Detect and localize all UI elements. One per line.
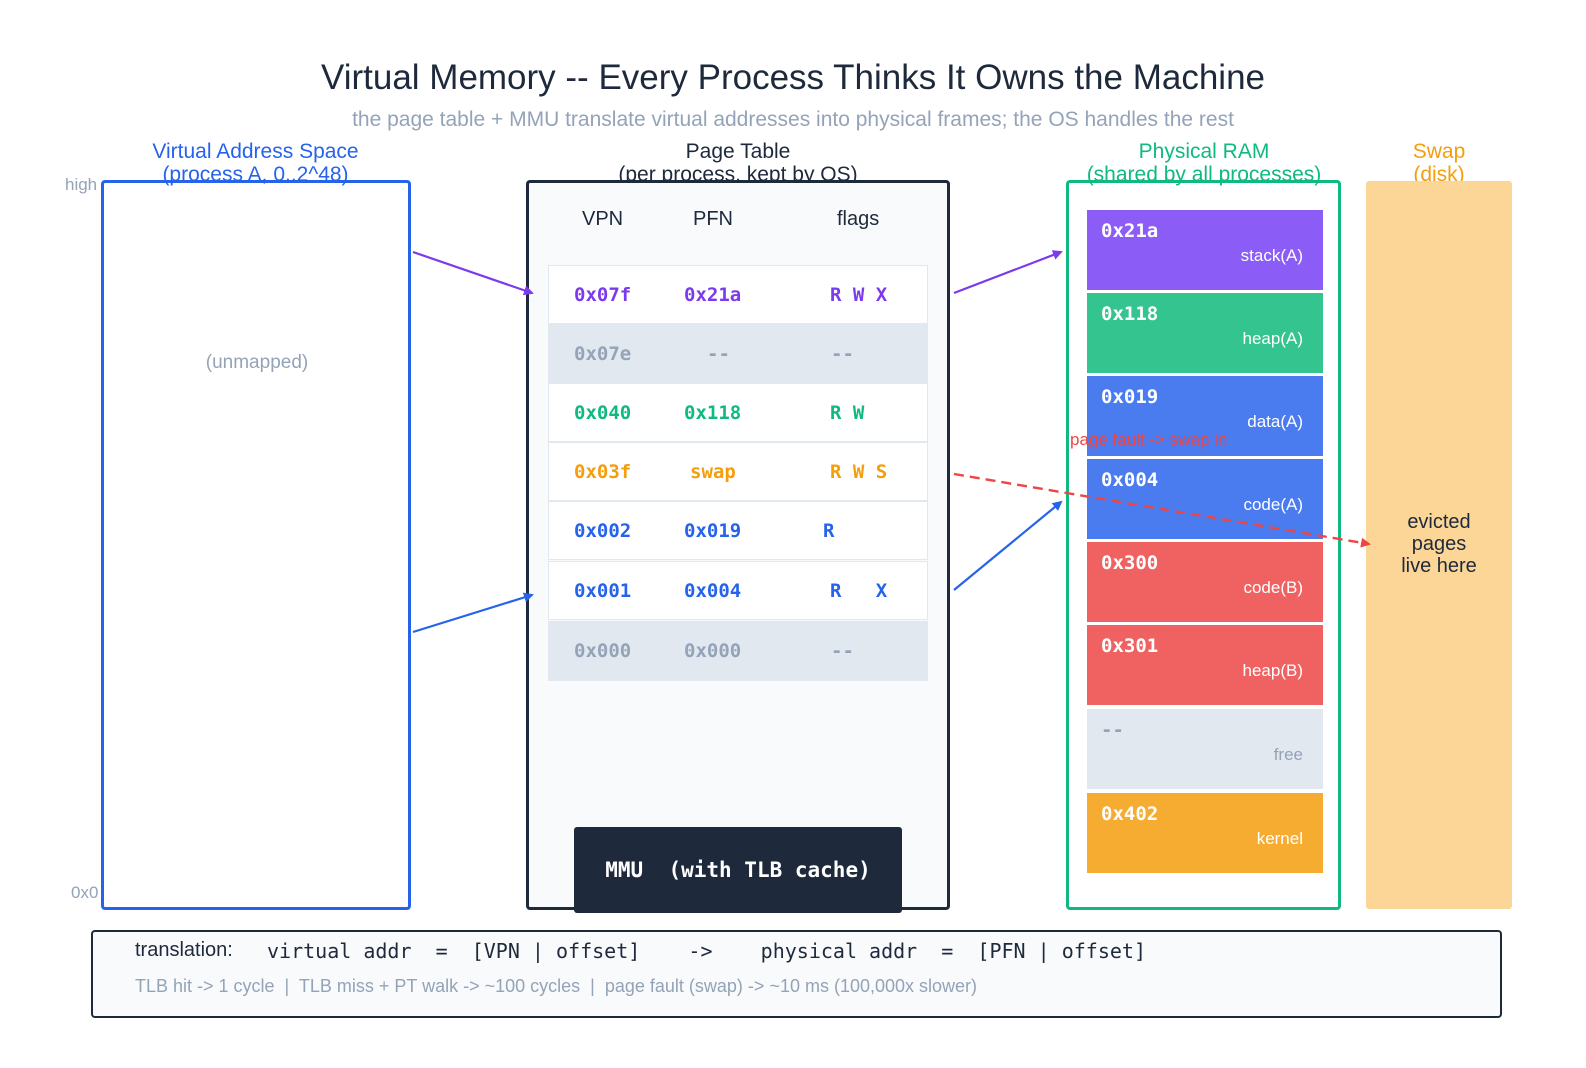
frame-address: 0x004 <box>1101 469 1159 491</box>
vseg-heap: heap -- grows up <box>185 463 329 484</box>
legend-formula: virtual addr = [VPN | offset] -> physica… <box>267 939 1146 963</box>
pt-pfn: 0x118 <box>684 402 742 424</box>
legend-label: translation: <box>135 939 233 961</box>
ram-frame: 0x004 code(A) <box>1087 459 1323 539</box>
ram-frame: 0x019 data(A) <box>1087 376 1323 456</box>
pt-vpn: 0x000 <box>574 640 632 662</box>
swap-panel <box>1366 181 1512 909</box>
frame-address: 0x300 <box>1101 552 1159 574</box>
pt-header-pfn: PFN <box>693 208 733 230</box>
pt-row: 0x001 0x004 R X <box>548 561 928 620</box>
ram-frame: -- free <box>1087 709 1323 789</box>
pt-flags: -- <box>831 343 854 365</box>
pt-row: 0x000 0x000 -- <box>548 621 928 681</box>
pt-vpn: 0x002 <box>574 520 632 542</box>
ram-frame: 0x301 heap(B) <box>1087 625 1323 705</box>
frame-label: stack(A) <box>1240 246 1303 265</box>
pt-vpn: 0x03f <box>574 461 632 483</box>
pt-flags: R <box>823 520 835 542</box>
legend-costs: TLB hit -> 1 cycle | TLB miss + PT walk … <box>135 976 978 996</box>
arrow-page-fault <box>953 472 1371 548</box>
axis-low-label: 0x0 <box>71 883 99 902</box>
pt-vpn: 0x001 <box>574 580 632 602</box>
translation-legend <box>91 930 1502 1018</box>
pt-flags: R X <box>830 580 888 602</box>
pt-row: 0x03f swap R W S <box>548 442 928 501</box>
ram-frame: 0x300 code(B) <box>1087 542 1323 622</box>
pt-row: 0x002 0x019 R <box>548 501 928 560</box>
frame-address: 0x019 <box>1101 386 1159 408</box>
pt-row: 0x07e -- -- <box>548 324 928 383</box>
pt-flags: R W <box>830 402 865 424</box>
ram-frame: 0x118 heap(A) <box>1087 293 1323 373</box>
mmu-box: MMU (with TLB cache) <box>574 827 902 913</box>
pt-pfn: 0x004 <box>684 580 742 602</box>
diagram-title: Virtual Memory -- Every Process Thinks I… <box>320 58 1265 97</box>
frame-address: 0x21a <box>1101 220 1159 242</box>
pt-row: 0x040 0x118 R W <box>548 383 928 442</box>
pt-vpn: 0x07f <box>574 284 632 306</box>
arrow-pt-to-stack-frame <box>953 250 1063 295</box>
frame-address: 0x402 <box>1101 803 1159 825</box>
pt-flags: -- <box>831 640 854 662</box>
axis-high-label: high <box>65 175 98 194</box>
pt-row: 0x07f 0x21a R W X <box>548 265 928 324</box>
frame-label: code(B) <box>1243 578 1303 597</box>
swap-text: evicted pages live here <box>1401 511 1477 577</box>
ram-frame: 0x402 kernel <box>1087 793 1323 873</box>
arrow-text-to-pt <box>412 592 534 634</box>
virtual-space-panel <box>101 180 411 910</box>
vseg-unmapped: (unmapped) <box>205 351 309 373</box>
frame-label: data(A) <box>1247 412 1303 431</box>
ram-frame: 0x21a stack(A) <box>1087 210 1323 290</box>
vseg-text: text (code) <box>212 622 302 644</box>
frame-address: -- <box>1101 719 1124 741</box>
arrow-pt-to-code-frame <box>953 500 1063 591</box>
pt-vpn: 0x07e <box>574 343 632 365</box>
arrow-stack-to-pt <box>412 250 534 296</box>
vseg-bss-data: BSS / data <box>211 542 303 564</box>
page-fault-label: page fault -> swap in <box>1070 430 1228 449</box>
pt-flags: R W S <box>830 461 888 483</box>
frame-address: 0x118 <box>1101 303 1159 325</box>
frame-label: heap(A) <box>1242 329 1303 348</box>
pt-header-vpn: VPN <box>582 208 624 230</box>
pt-header-flags: flags <box>837 208 880 230</box>
vseg-stack: stack -- grows down <box>172 241 342 262</box>
physical-ram-panel <box>1066 180 1341 910</box>
pt-pfn: -- <box>707 343 730 365</box>
pt-pfn: 0x21a <box>684 284 742 306</box>
frame-label: kernel <box>1256 829 1303 848</box>
frame-label: code(A) <box>1243 495 1303 514</box>
frame-label: free <box>1273 745 1303 764</box>
diagram-subtitle: the page table + MMU translate virtual a… <box>352 108 1234 131</box>
frame-address: 0x301 <box>1101 635 1159 657</box>
frame-label: heap(B) <box>1242 661 1303 680</box>
swap-title: Swap (disk) <box>1412 140 1466 186</box>
pt-pfn: swap <box>690 461 736 483</box>
pt-pfn: 0x000 <box>684 640 742 662</box>
pt-pfn: 0x019 <box>684 520 742 542</box>
pt-vpn: 0x040 <box>574 402 632 424</box>
pt-flags: R W X <box>830 284 888 306</box>
